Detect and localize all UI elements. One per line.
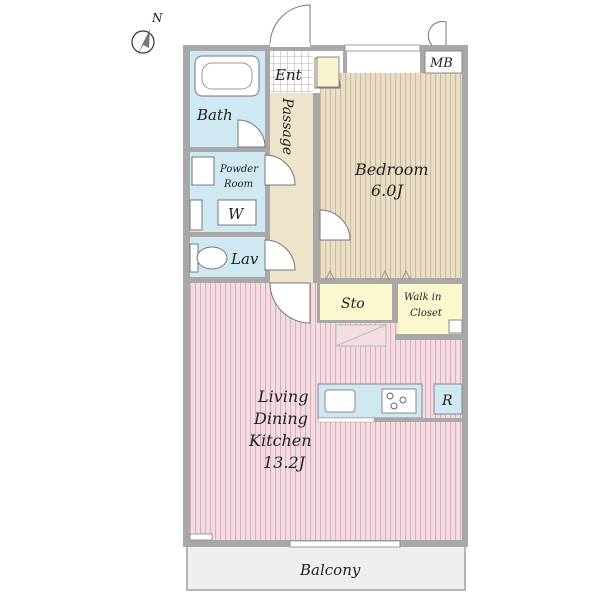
- entrance-door[interactable]: [269, 4, 311, 47]
- entrance-floor: [270, 51, 313, 93]
- meter-box-label: MB: [429, 56, 453, 71]
- closet-nook: [343, 51, 420, 73]
- north-label: N: [151, 11, 163, 25]
- bath-label: Bath: [196, 106, 233, 124]
- closet-shaft: [448, 319, 463, 334]
- north-arrow-icon: [137, 29, 150, 56]
- washbasin-icon: [191, 156, 215, 186]
- refrigerator-label: R: [441, 393, 453, 409]
- powder-lav-wall: [190, 232, 265, 237]
- lavatory-door[interactable]: [264, 239, 296, 271]
- closet-floor-lower: [398, 320, 462, 334]
- washing-machine-icon: [217, 199, 257, 226]
- bedroom-label-line2: 6.0J: [371, 181, 404, 200]
- ldk-label-line3: Kitchen: [248, 431, 312, 450]
- sink-icon: [324, 389, 356, 413]
- closet-lower-wall: [395, 334, 463, 340]
- toilet-icon: [189, 243, 228, 273]
- lavatory-label: Lav: [230, 250, 259, 268]
- entrance-label: Ent: [274, 66, 303, 84]
- bathtub-icon: [194, 55, 260, 97]
- ldk-door[interactable]: [269, 282, 311, 324]
- kitchen-counter: [317, 383, 423, 419]
- meter-box: [424, 50, 463, 74]
- bedroom-floor: [320, 73, 462, 278]
- bath-powder-wall: [190, 147, 238, 152]
- storage-label: Sto: [341, 296, 365, 312]
- compass: N: [131, 11, 163, 56]
- ldk-label-line4: 13.2J: [263, 453, 307, 472]
- refrigerator-space: [433, 383, 463, 415]
- storage-floor-top: [320, 284, 392, 320]
- powder-shelf: [189, 199, 203, 231]
- balcony-label: Balcony: [299, 561, 361, 579]
- powder-room-label-line2: Room: [223, 179, 253, 190]
- passage-bedroom-wall: [313, 93, 320, 283]
- powder-room-label-line1: Powder: [219, 164, 259, 175]
- kitchen-back-wall-right: [374, 418, 462, 422]
- entrance-bedroom-wall: [343, 51, 347, 73]
- bath-door[interactable]: [237, 119, 266, 148]
- ldk-window: [289, 540, 401, 548]
- passage-label: Passage: [279, 97, 295, 155]
- bedroom-door[interactable]: [319, 209, 351, 241]
- balcony-floor: [186, 545, 466, 591]
- powder-room-door[interactable]: [264, 154, 296, 186]
- washer-label: W: [228, 205, 245, 223]
- ldk-label-line1: Living: [257, 387, 308, 406]
- ldk-corner-box: [189, 533, 213, 541]
- walk-in-closet-label-line1: Walk in: [404, 292, 441, 303]
- stove-icon: [381, 388, 417, 414]
- bedroom-label-line1: Bedroom: [354, 160, 429, 179]
- bedroom-window: [344, 44, 421, 52]
- closet-floor-top: [398, 284, 462, 320]
- kitchen-back-wall: [317, 417, 375, 423]
- mb-door[interactable]: [427, 21, 447, 46]
- ldk-label-line2: Dining: [253, 409, 308, 428]
- lav-ldk-wall: [190, 277, 270, 283]
- walk-in-closet-label-line2: Closet: [410, 308, 443, 319]
- entrance-shoe-shelf: [316, 56, 340, 88]
- storage-closet-doors[interactable]: [324, 269, 412, 282]
